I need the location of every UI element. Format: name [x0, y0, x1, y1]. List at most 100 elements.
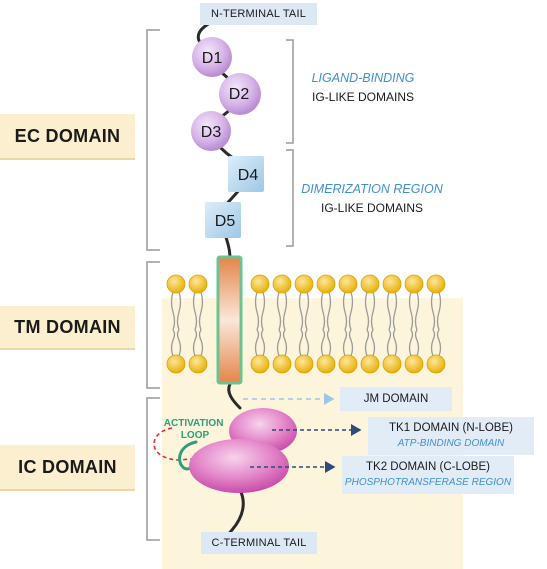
lipid-tail: [436, 329, 442, 357]
lipid-head: [404, 354, 424, 374]
lipid-tail: [198, 329, 204, 357]
domain-d1-label: D1: [202, 50, 223, 67]
tk2-c-lobe: [189, 439, 289, 493]
lipid-tail: [386, 291, 392, 331]
lipid-tail: [414, 329, 420, 357]
lipid-tail: [254, 291, 260, 331]
lipid-tail: [364, 291, 370, 331]
lipid-tail: [348, 291, 354, 331]
lipid-tail: [276, 329, 282, 357]
lipid-tail: [282, 291, 288, 331]
lipid-head: [316, 354, 336, 374]
lipid-tail: [260, 291, 266, 331]
lipid-tail: [342, 329, 348, 357]
lipid-head: [166, 274, 186, 294]
lipid-tail: [392, 291, 398, 331]
lipid-tail: [326, 291, 332, 331]
activation-loop-arrow: [153, 427, 206, 465]
jm-domain-box: JM DOMAIN: [340, 387, 452, 411]
domain-d5-shape: [205, 202, 241, 238]
lipid-head: [294, 354, 314, 374]
lipid-tail: [430, 329, 436, 357]
lipid-tail: [170, 329, 176, 357]
lipid-head: [188, 354, 208, 374]
tm-domain-label: TM DOMAIN: [0, 306, 135, 350]
lipid-head: [250, 354, 270, 374]
lipid-tail: [414, 291, 420, 331]
lipid-tail: [254, 329, 260, 357]
lipid-tail: [176, 329, 182, 357]
domain-d3-label: D3: [201, 124, 222, 141]
lipid-tail: [276, 291, 282, 331]
ligand-binding-title: LIGAND-BINDING: [311, 71, 415, 85]
tk1-domain-subtitle: ATP-BINDING DOMAIN: [397, 438, 505, 449]
ligand-binding-description: LIGAND-BINDING IG-LIKE DOMAINS: [298, 69, 428, 107]
c-terminal-tail-label: C-TERMINAL TAIL: [201, 532, 317, 554]
dimerization-subtitle: IG-LIKE DOMAINS: [320, 201, 424, 215]
lipid-tail: [364, 329, 370, 357]
lipid-tail: [304, 291, 310, 331]
domain-d4-label: D4: [238, 167, 259, 184]
lipid-tail: [320, 329, 326, 357]
ec-domain-label: EC DOMAIN: [0, 114, 135, 160]
ic-domain-label: IC DOMAIN: [0, 445, 135, 491]
lipid-head: [316, 274, 336, 294]
lipid-tail: [342, 291, 348, 331]
lipid-head: [382, 354, 402, 374]
tk2-domain-subtitle: PHOSPHOTRANSFERASE REGION: [344, 477, 512, 488]
ligand-binding-subtitle: IG-LIKE DOMAINS: [311, 90, 415, 104]
region-brackets: [146, 29, 294, 541]
domain-d2-shape: [219, 73, 261, 115]
domain-d5-label: D5: [215, 213, 236, 230]
activation-loop-label: ACTIVATION LOOP: [164, 418, 226, 441]
lipid-head: [338, 274, 358, 294]
lipid-head: [338, 354, 358, 374]
lipid-tail: [386, 329, 392, 357]
lipid-tail: [370, 291, 376, 331]
domain-d1-shape: [192, 37, 232, 77]
lipid-tail: [436, 291, 442, 331]
tk2-domain-box: TK2 DOMAIN (C-LOBE) PHOSPHOTRANSFERASE R…: [342, 456, 514, 494]
lipid-head: [250, 274, 270, 294]
lipid-bilayer: [166, 274, 446, 374]
lipid-tail: [198, 291, 204, 331]
lipid-head: [188, 274, 208, 294]
lipid-tail: [298, 329, 304, 357]
n-terminal-tail-label: N-TERMINAL TAIL: [200, 3, 317, 25]
lipid-head: [426, 354, 446, 374]
tk1-domain-box: TK1 DOMAIN (N-LOBE) ATP-BINDING DOMAIN: [368, 417, 534, 455]
lipid-tail: [320, 291, 326, 331]
lipid-head: [272, 354, 292, 374]
dimerization-description: DIMERIZATION REGION IG-LIKE DOMAINS: [296, 180, 448, 218]
lipid-tail: [176, 291, 182, 331]
lipid-tail: [282, 329, 288, 357]
lipid-tail: [192, 329, 198, 357]
lipid-tail: [348, 329, 354, 357]
lipid-tail: [326, 329, 332, 357]
lipid-tail: [304, 329, 310, 357]
lipid-tail: [370, 329, 376, 357]
lipid-tail: [408, 329, 414, 357]
lipid-tail: [408, 291, 414, 331]
lipid-head: [360, 354, 380, 374]
lipid-tail: [430, 291, 436, 331]
lipid-tail: [170, 291, 176, 331]
tk1-domain-title: TK1 DOMAIN (N-LOBE): [389, 422, 513, 434]
lipid-head: [360, 274, 380, 294]
lipid-tail: [392, 329, 398, 357]
domain-d4-shape: [228, 156, 264, 192]
lipid-head: [294, 274, 314, 294]
lipid-head: [382, 274, 402, 294]
domain-d2-label: D2: [229, 86, 250, 103]
lipid-head: [404, 274, 424, 294]
tk2-domain-title: TK2 DOMAIN (C-LOBE): [366, 461, 490, 473]
lipid-tail: [260, 329, 266, 357]
dimerization-title: DIMERIZATION REGION: [301, 182, 443, 196]
domain-d3-shape: [191, 111, 231, 151]
lipid-head: [272, 274, 292, 294]
transmembrane-helix: [216, 255, 243, 385]
lipid-head: [426, 274, 446, 294]
lipid-tail: [192, 291, 198, 331]
jm-domain-label: JM DOMAIN: [363, 393, 429, 405]
lipid-tail: [298, 291, 304, 331]
